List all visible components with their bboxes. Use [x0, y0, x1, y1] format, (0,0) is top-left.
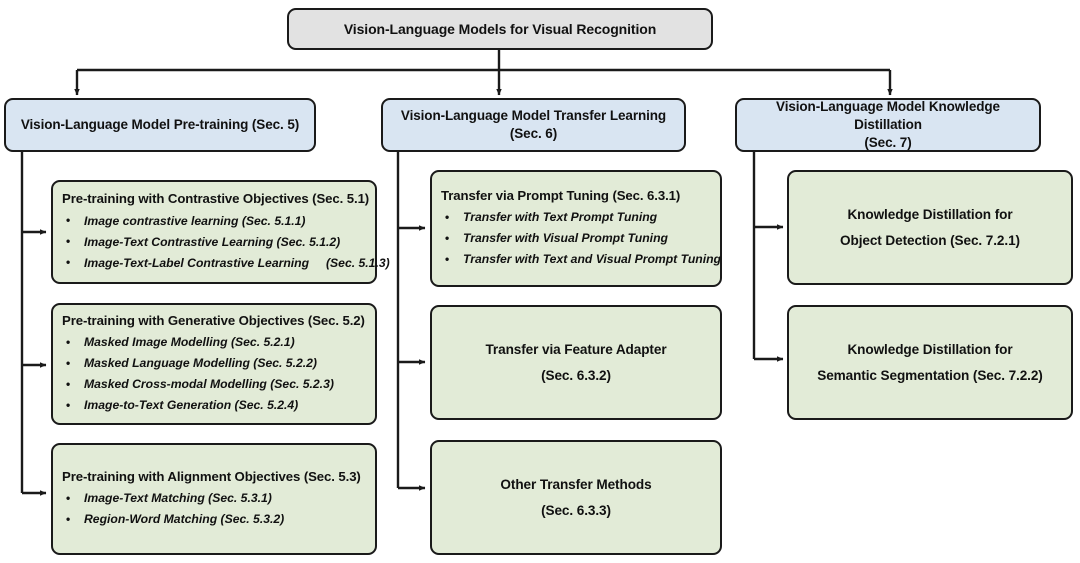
root-node-label: Vision-Language Models for Visual Recogn…: [343, 20, 657, 37]
leaf-pretraining-alignment[interactable]: Pre-training with Alignment Objectives (…: [51, 443, 377, 555]
branch-node-pretraining-label: Vision-Language Model Pre-training (Sec.…: [20, 117, 300, 133]
branch-node-transfer[interactable]: Vision-Language Model Transfer Learning …: [381, 98, 686, 152]
list-item: Image-Text-Label Contrastive Learning (S…: [62, 252, 390, 274]
leaf-transfer-feature-adapter-title: Transfer via Feature Adapter (Sec. 6.3.2…: [485, 342, 667, 383]
root-node[interactable]: Vision-Language Models for Visual Recogn…: [287, 8, 713, 50]
list-item: Image contrastive learning (Sec. 5.1.1): [62, 210, 375, 232]
leaf-pretraining-generative[interactable]: Pre-training with Generative Objectives …: [51, 303, 377, 425]
list-item: Image-to-Text Generation (Sec. 5.2.4): [62, 395, 375, 416]
branch-node-pretraining[interactable]: Vision-Language Model Pre-training (Sec.…: [4, 98, 316, 152]
list-item: Masked Cross-modal Modelling (Sec. 5.2.3…: [62, 374, 375, 395]
list-item: Transfer with Text Prompt Tuning: [441, 207, 720, 228]
leaf-pretraining-contrastive-bullets: Image contrastive learning (Sec. 5.1.1) …: [53, 210, 390, 274]
list-item: Image-Text Matching (Sec. 5.3.1): [62, 488, 375, 509]
leaf-pretraining-generative-title: Pre-training with Generative Objectives …: [62, 312, 365, 328]
leaf-distillation-object-detection[interactable]: Knowledge Distillation for Object Detect…: [787, 170, 1073, 285]
leaf-transfer-other-methods-title: Other Transfer Methods (Sec. 6.3.3): [500, 477, 652, 518]
leaf-transfer-prompt-tuning-title: Transfer via Prompt Tuning (Sec. 6.3.1): [441, 187, 681, 203]
leaf-pretraining-contrastive[interactable]: Pre-training with Contrastive Objectives…: [51, 180, 390, 284]
list-item: Transfer with Visual Prompt Tuning: [441, 228, 720, 249]
branch-node-distillation-label: Vision-Language Model Knowledge Distilla…: [776, 99, 1000, 150]
leaf-transfer-feature-adapter[interactable]: Transfer via Feature Adapter (Sec. 6.3.2…: [430, 305, 722, 420]
branch-node-transfer-label: Vision-Language Model Transfer Learning …: [400, 108, 667, 141]
branch-node-distillation[interactable]: Vision-Language Model Knowledge Distilla…: [735, 98, 1041, 152]
leaf-transfer-other-methods[interactable]: Other Transfer Methods (Sec. 6.3.3): [430, 440, 722, 555]
leaf-pretraining-alignment-bullets: Image-Text Matching (Sec. 5.3.1) Region-…: [53, 488, 375, 530]
leaf-distillation-semantic-segmentation[interactable]: Knowledge Distillation for Semantic Segm…: [787, 305, 1073, 420]
leaf-pretraining-generative-bullets: Masked Image Modelling (Sec. 5.2.1) Mask…: [53, 332, 375, 416]
leaf-distillation-semantic-segmentation-title: Knowledge Distillation for Semantic Segm…: [817, 342, 1043, 383]
list-item: Masked Language Modelling (Sec. 5.2.2): [62, 353, 375, 374]
leaf-transfer-prompt-tuning-bullets: Transfer with Text Prompt Tuning Transfe…: [432, 207, 721, 270]
leaf-distillation-object-detection-title: Knowledge Distillation for Object Detect…: [840, 207, 1020, 248]
leaf-pretraining-contrastive-title: Pre-training with Contrastive Objectives…: [62, 191, 370, 207]
list-item: Region-Word Matching (Sec. 5.3.2): [62, 509, 375, 530]
list-item: Image-Text Contrastive Learning (Sec. 5.…: [62, 231, 375, 253]
list-item: Masked Image Modelling (Sec. 5.2.1): [62, 332, 375, 353]
leaf-pretraining-alignment-title: Pre-training with Alignment Objectives (…: [62, 468, 361, 484]
leaf-transfer-prompt-tuning[interactable]: Transfer via Prompt Tuning (Sec. 6.3.1) …: [430, 170, 722, 287]
list-item: Transfer with Text and Visual Prompt Tun…: [441, 249, 721, 270]
